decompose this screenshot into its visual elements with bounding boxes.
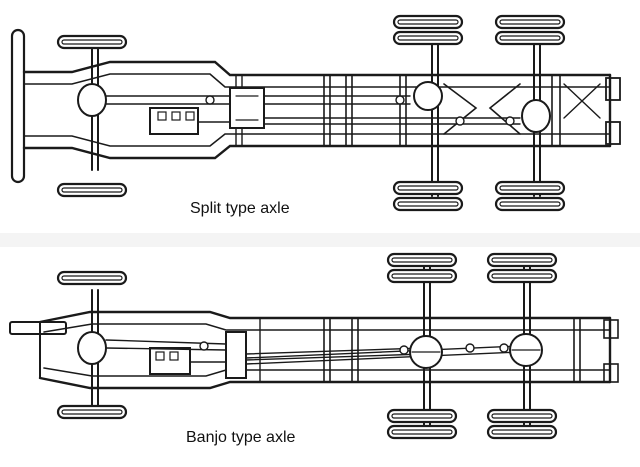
lower-frame-rail	[22, 144, 612, 160]
front-differential	[77, 83, 107, 117]
rear-differential-1	[413, 81, 443, 111]
upper-frame-rail	[22, 60, 612, 77]
rear2-lower-dual-tyre	[496, 182, 564, 210]
front-bumper	[10, 28, 26, 184]
front-left-tyre	[56, 270, 128, 286]
upper-frame-rail	[38, 310, 612, 324]
banjo-axle-caption: Banjo type axle	[186, 429, 296, 446]
lower-frame-rail	[38, 376, 612, 390]
rear1-lower-dual-tyre	[388, 410, 456, 438]
rear1-upper-dual-tyre	[388, 254, 456, 282]
front-differential	[77, 331, 107, 365]
banjo-axle-chassis	[9, 261, 619, 437]
split-axle-wheels	[56, 16, 564, 210]
split-axle-caption: Split type axle	[190, 200, 290, 217]
rear-axle-1	[431, 35, 439, 197]
transfer-case	[225, 331, 247, 379]
front-right-tyre	[56, 182, 128, 198]
front-left-tyre	[56, 34, 128, 50]
divider-band	[0, 233, 640, 247]
rear2-upper-dual-tyre	[496, 16, 564, 44]
front-right-tyre	[56, 404, 128, 420]
rear-differential-2	[521, 99, 551, 133]
rear2-lower-dual-tyre	[488, 410, 556, 438]
front-bumper	[9, 321, 67, 335]
banjo-axle-wheels	[56, 254, 556, 438]
split-axle-chassis	[10, 28, 621, 197]
crossmember	[323, 74, 561, 147]
transfer-case	[229, 87, 265, 129]
rear1-lower-dual-tyre	[394, 182, 462, 210]
rear2-upper-dual-tyre	[488, 254, 556, 282]
rear1-upper-dual-tyre	[394, 16, 462, 44]
